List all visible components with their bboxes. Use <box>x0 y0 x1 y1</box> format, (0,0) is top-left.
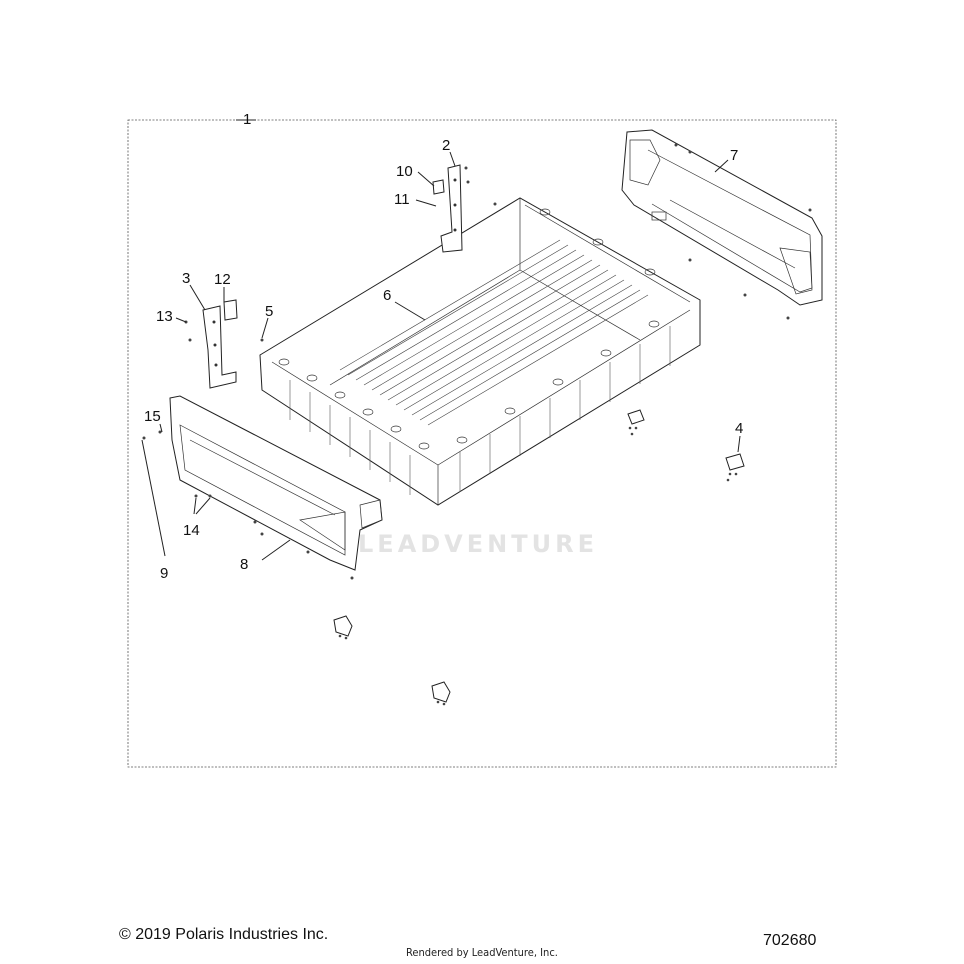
diagram-number: 702680 <box>763 932 817 949</box>
callout-1: 1 <box>243 111 251 128</box>
leadventure-watermark: LEADVENTURE <box>358 530 598 558</box>
part-12-latch[interactable] <box>223 299 238 321</box>
part-4-tie-down[interactable] <box>627 409 745 471</box>
assembly-border <box>127 119 837 768</box>
leader-lines <box>141 119 741 561</box>
part-3-bracket[interactable] <box>202 305 237 389</box>
callout-12: 12 <box>214 271 231 288</box>
part-10-latch[interactable] <box>432 179 445 195</box>
callout-2: 2 <box>442 137 450 154</box>
rendered-by-text: Rendered by LeadVenture, Inc. <box>406 946 558 959</box>
part-2-bracket[interactable] <box>440 164 463 253</box>
callout-9: 9 <box>160 565 168 582</box>
part-7-rear-panel[interactable] <box>621 129 823 306</box>
callout-10: 10 <box>396 163 413 180</box>
callout-14: 14 <box>183 522 200 539</box>
callout-4: 4 <box>735 420 743 437</box>
callout-6: 6 <box>383 287 391 304</box>
callout-3: 3 <box>182 270 190 287</box>
fasteners <box>142 143 812 706</box>
part-8-front-panel[interactable] <box>169 395 383 571</box>
callout-13: 13 <box>156 308 173 325</box>
callout-7: 7 <box>730 147 738 164</box>
callout-8: 8 <box>240 556 248 573</box>
mount-bracket-lower-2 <box>431 681 451 703</box>
part-6-cargo-box[interactable] <box>259 197 701 506</box>
callout-5: 5 <box>265 303 273 320</box>
callout-11: 11 <box>394 191 410 208</box>
callout-15: 15 <box>144 408 161 425</box>
copyright-text: © 2019 Polaris Industries Inc. <box>119 926 329 943</box>
mount-bracket-lower-1 <box>333 615 353 637</box>
